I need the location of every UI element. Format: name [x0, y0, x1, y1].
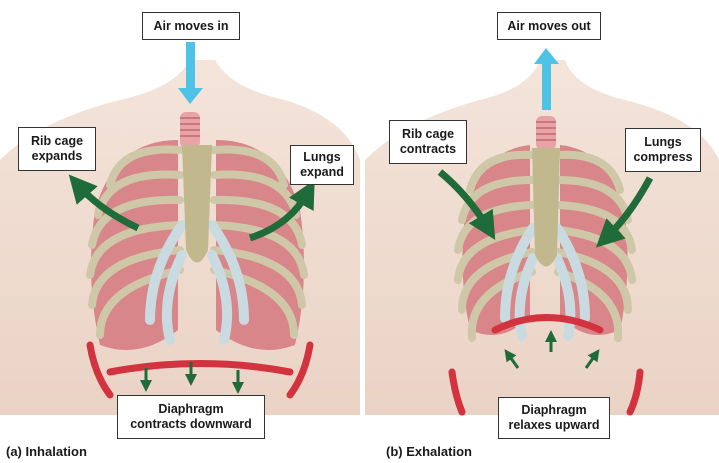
sternum-b [532, 148, 560, 267]
sternum-a [182, 145, 212, 263]
panel-inhalation [0, 42, 360, 415]
air-moves-in-label: Air moves in [142, 12, 240, 40]
exhalation-caption: (b) Exhalation [386, 444, 472, 459]
air-moves-out-label: Air moves out [497, 12, 601, 40]
panel-exhalation [365, 48, 719, 415]
inhalation-caption: (a) Inhalation [6, 444, 87, 459]
